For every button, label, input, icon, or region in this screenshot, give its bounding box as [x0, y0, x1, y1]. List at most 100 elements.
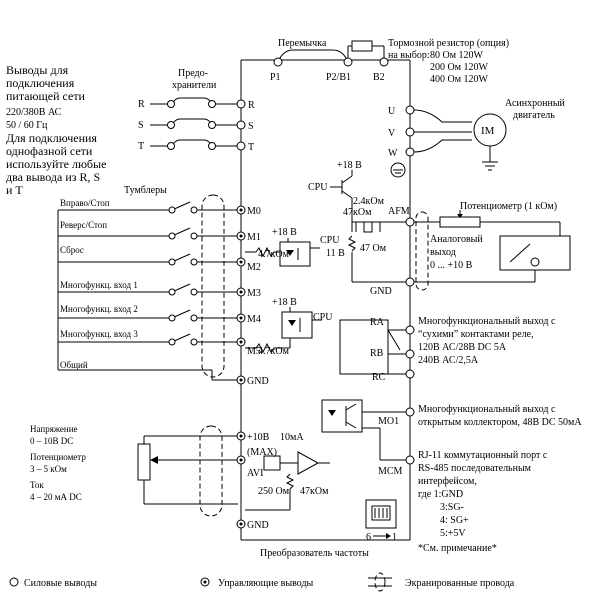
terminal-max-label: (MAX) [247, 447, 277, 458]
internal-cpu-c: CPU [308, 182, 328, 193]
terminal-r [236, 99, 246, 109]
collector-mcm-label: MCM [378, 466, 403, 477]
relay-text: “сухими” контактами реле, [418, 329, 534, 340]
brake-resistor-symbol [351, 40, 373, 52]
internal-res-c1: 2.4кОм [353, 196, 385, 207]
input-optocouplers: +18 В CPU 4.7кОм 11 В +18 В CPU 4.7кОм [245, 227, 345, 357]
rj11-block: RJ-11 коммутационный порт с RS-485 после… [365, 450, 548, 554]
motor-symbol-label: IM [481, 125, 495, 137]
shield-cable-symbol [201, 194, 225, 378]
internal-18v-c: +18 В [337, 160, 362, 171]
terminal-p2b1-label: P2/B1 [326, 72, 351, 83]
supply-voltage: 220/380В АС [6, 107, 62, 118]
rj11-text: RJ-11 коммутационный порт с [418, 450, 548, 461]
supply-title-line: Выводы для [6, 63, 69, 77]
supply-title-line: подключения [6, 76, 75, 90]
analog-input-block: Напряжение 0 – 10В DC Потенциометр 3 – 5… [30, 424, 330, 531]
analog-in-voltage: 0 – 10В DC [30, 436, 73, 446]
terminal-w-label: W [388, 148, 398, 159]
terminal-u [405, 105, 415, 115]
jumper-label: Перемычка [278, 38, 327, 49]
rj11-text: интерфейсом, [418, 476, 477, 487]
supply-note-line: два вывода из R, S [6, 170, 100, 184]
terminal-rb [405, 349, 415, 359]
internal-r47k: 47кОм [300, 486, 329, 497]
internal-11v: 11 В [326, 248, 345, 259]
toggles-title: Тумблеры [124, 185, 167, 196]
terminal-mcm [405, 455, 415, 465]
chassis-ground-icon [390, 162, 406, 178]
toggle-label: Многофункц. вход 2 [60, 304, 138, 314]
internal-res-afm: 47 Ом [360, 243, 387, 254]
legend-shield: Экранированные провода [405, 578, 515, 589]
relay-text: 240В АС/2,5А [418, 355, 479, 366]
rj11-pin6: 6 [366, 532, 371, 543]
relay-rb-label: RB [370, 348, 384, 359]
terminal-v [405, 127, 415, 137]
toggle-label: Вправо/Стоп [60, 198, 110, 208]
collector-text: Многофункциональный выход с [418, 404, 556, 415]
terminal-s [236, 120, 246, 130]
terminal-gnd-label: GND [247, 376, 269, 387]
legend-control: Управляющие выводы [218, 578, 314, 589]
toggle-label: Сброс [60, 245, 84, 255]
relay-ra-label: RA [370, 317, 385, 328]
terminal-r-label: R [248, 100, 255, 111]
phase-label-r: R [138, 99, 145, 110]
collector-mo1-label: MO1 [378, 416, 399, 427]
internal-res-b: 4.7кОм [258, 346, 290, 357]
toggle-label: Общий [60, 360, 88, 370]
terminal-t [236, 141, 246, 151]
motor-label: Асинхронный [505, 98, 566, 109]
afm-gnd-label: GND [370, 286, 392, 297]
afm-block: +18 В CPU 2.4кОм 47кОм AFM 47 Ом GND Пот… [308, 160, 571, 297]
internal-r250: 250 Ом [258, 486, 290, 497]
amplifier-icon [297, 451, 320, 475]
collector-optocoupler-symbol [321, 399, 363, 433]
phase-wires [150, 97, 238, 150]
terminal-p1-label: P1 [270, 72, 281, 83]
terminal-m2-label: M2 [247, 262, 261, 273]
relay-block: RA RB RC Многофункциональный выход с “су… [339, 316, 556, 383]
toggle-label: Многофункц. вход 1 [60, 280, 138, 290]
relay-coil-frame [339, 319, 389, 375]
motor-label: двигатель [513, 110, 555, 121]
relay-rc-label: RC [372, 372, 386, 383]
analog-out-label: 0 ... +10 В [430, 260, 473, 271]
relay-text: Многофункциональный выход с [418, 316, 556, 327]
power-terminal-legend-icon [9, 577, 19, 587]
analog-in-pot: 3 – 5 кОм [30, 464, 67, 474]
rj11-text: где 1:GND [418, 489, 463, 500]
legend: Силовые выводы Управляющие выводы Экрани… [9, 572, 515, 592]
collector-text: открытым коллектором, 48В DC 50мА [418, 417, 582, 428]
brake-option: 400 Ом 120W [430, 74, 489, 85]
terminal-gnd2-label: GND [247, 520, 269, 531]
analog-in-voltage: Напряжение [30, 424, 78, 434]
analog-in-pot: Потенциометр [30, 452, 86, 462]
relay-text: 120В АС/28В DC 5А [418, 342, 507, 353]
terminal-v-label: V [388, 128, 396, 139]
rj11-pin1: 1 [392, 532, 397, 543]
supply-note-line: Для подключения [6, 131, 97, 145]
analog-in-current: Ток [30, 480, 44, 490]
supply-block: Выводы для подключения питающей сети 220… [6, 63, 255, 197]
terminal-b2-label: B2 [373, 72, 385, 83]
terminal-m1-label: M1 [247, 232, 261, 243]
optocoupler-b-symbol [281, 311, 313, 339]
analog-in-current: 4 – 20 мА DC [30, 492, 82, 502]
rj11-text: 3:SG- [440, 502, 464, 513]
toggle-label: Реверс/Стоп [60, 220, 107, 230]
fuses-label: хранители [172, 80, 217, 91]
internal-cpu-b: CPU [313, 312, 333, 323]
terminal-m3-label: M3 [247, 288, 261, 299]
internal-10ma: 10мА [280, 432, 304, 443]
terminal-p2b1 [343, 57, 353, 67]
terminal-m0-label: M0 [247, 206, 261, 217]
toggle-label: Многофункц. вход 3 [60, 329, 138, 339]
afm-label: AFM [388, 206, 410, 217]
rj11-note: *См. примечание* [418, 543, 497, 554]
rj11-text: 4: SG+ [440, 515, 469, 526]
terminal-afm-gnd [405, 277, 415, 287]
brake-option: 200 Ом 120W [430, 62, 489, 73]
